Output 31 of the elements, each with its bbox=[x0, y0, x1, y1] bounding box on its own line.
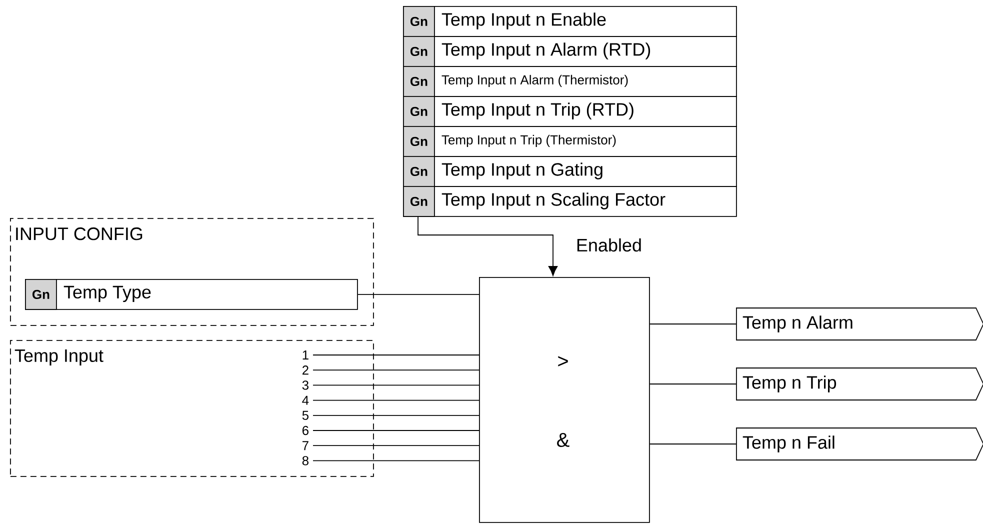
connector bbox=[312, 460, 480, 462]
edge-label: 8 bbox=[302, 456, 308, 466]
connector bbox=[312, 400, 480, 401]
group-cell: Gn bbox=[403, 6, 435, 37]
logic-block: > & bbox=[479, 277, 650, 523]
edge-label: 3 bbox=[302, 380, 308, 390]
edge-label: 1 bbox=[302, 350, 308, 360]
connector bbox=[312, 370, 480, 371]
edge-label: 6 bbox=[302, 426, 308, 436]
output-signal: Temp n Alarm bbox=[736, 308, 983, 340]
group-cell: Gn bbox=[25, 279, 57, 310]
output-signal: Temp n Trip bbox=[736, 368, 983, 400]
edge-label: 2 bbox=[302, 366, 308, 375]
edge-label: Enabled bbox=[577, 238, 641, 252]
group-cell: Gn bbox=[403, 186, 435, 217]
connector bbox=[312, 354, 480, 356]
output-signal: Temp n Fail bbox=[736, 428, 983, 460]
group-cell: Gn bbox=[403, 36, 435, 67]
connector bbox=[312, 430, 480, 431]
connector bbox=[312, 414, 480, 416]
group-cell: Gn bbox=[403, 66, 435, 97]
group-cell: Gn bbox=[403, 156, 435, 187]
group-cell: Gn bbox=[403, 96, 435, 127]
connector bbox=[418, 216, 558, 276]
edge-label: 7 bbox=[302, 441, 308, 450]
edge-label: 5 bbox=[302, 410, 308, 420]
connector bbox=[357, 294, 480, 295]
edge-label: 4 bbox=[302, 396, 309, 405]
connector bbox=[312, 445, 480, 446]
group-cell: Gn bbox=[403, 126, 435, 157]
connector bbox=[312, 384, 480, 386]
